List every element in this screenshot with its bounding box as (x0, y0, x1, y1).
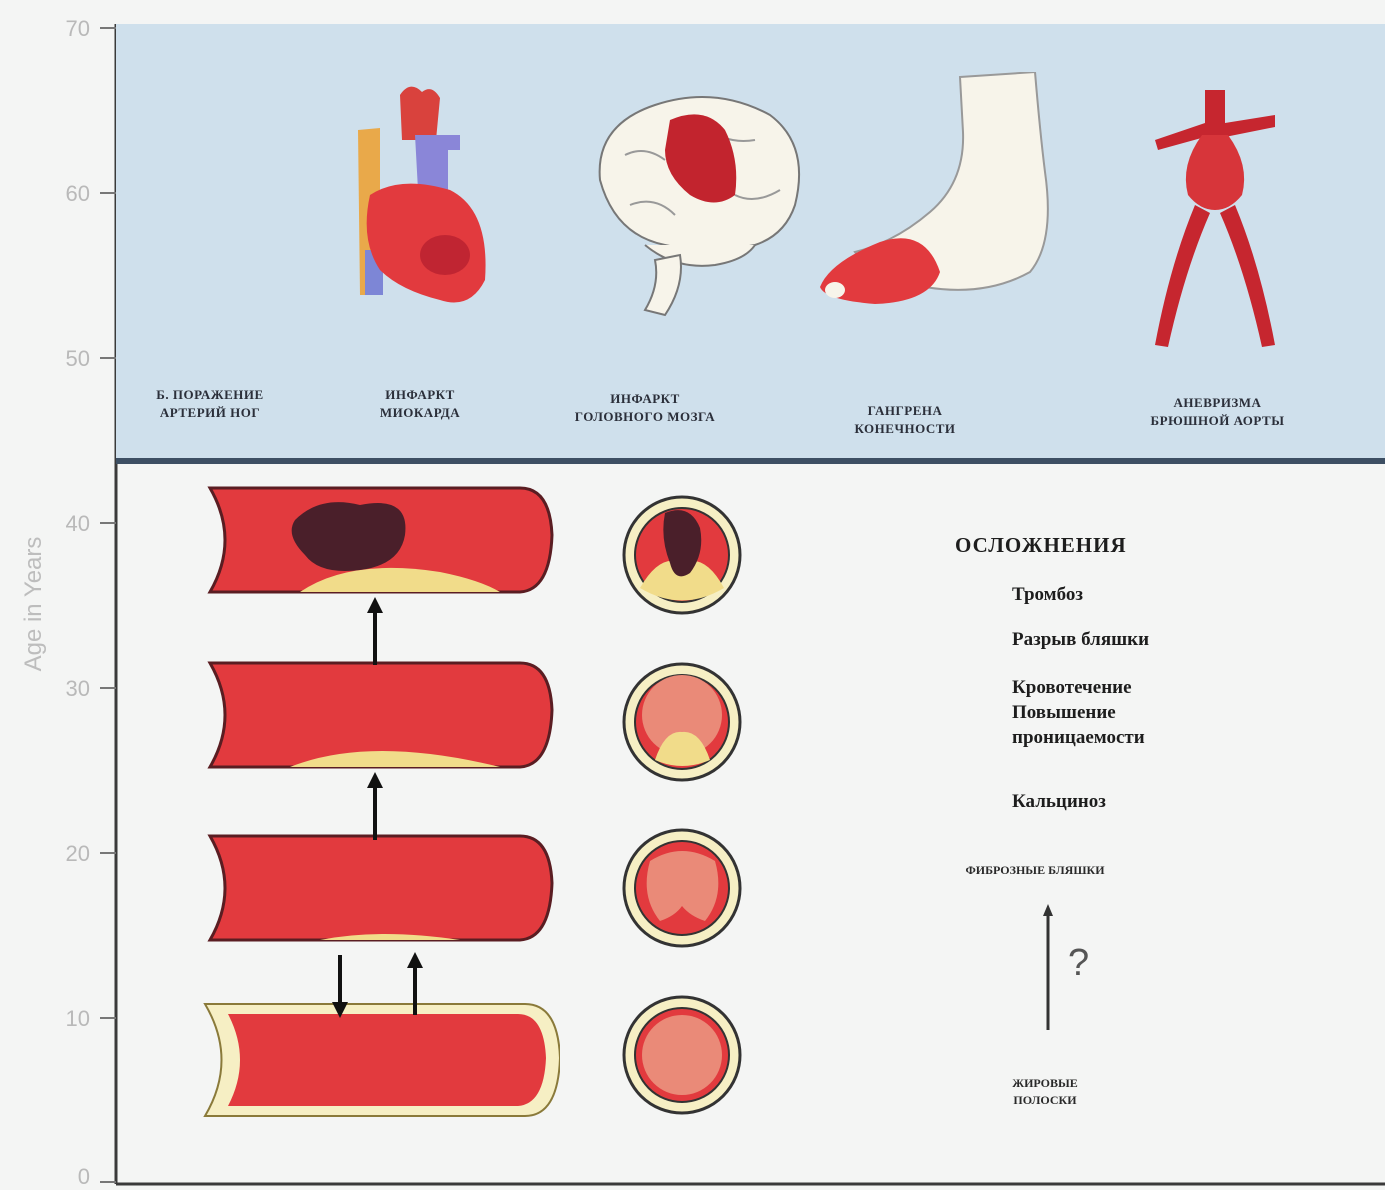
complication-calcification: Кальциноз (1012, 789, 1106, 814)
progression-arrows (320, 595, 440, 1025)
tick-label-50: 50 (30, 346, 90, 372)
brain-illustration (585, 85, 815, 320)
uncertain-progression-arrow (1038, 900, 1058, 1035)
label-stroke: ИНФАРКТ ГОЛОВНОГО МОЗГА (545, 390, 745, 426)
cross-section-fibrous (620, 660, 745, 785)
cross-section-intermediate (620, 826, 745, 951)
label-leg-arteries: Б. ПОРАЖЕНИЕ АРТЕРИЙ НОГ (140, 386, 280, 422)
complication-thrombosis: Тромбоз (1012, 582, 1083, 607)
label-aortic-aneurysm: АНЕВРИЗМА БРЮШНОЙ АОРТЫ (1125, 394, 1310, 430)
complication-hemorrhage: Кровотечение Повышение проницаемости (1012, 675, 1145, 750)
tick-label-60: 60 (30, 181, 90, 207)
fibrous-plaques-label: ФИБРОЗНЫЕ БЛЯШКИ (935, 862, 1135, 879)
aorta-aneurysm-illustration (1150, 85, 1280, 355)
axis-title: Age in Years (20, 514, 48, 694)
vessel-stage-complicated (200, 480, 560, 600)
cross-section-complicated (620, 493, 745, 618)
tick-label-10: 10 (30, 1006, 90, 1032)
label-myocardial-infarction: ИНФАРКТ МИОКАРДА (355, 386, 485, 422)
heart-illustration (340, 80, 500, 310)
question-mark: ? (1068, 942, 1089, 985)
complications-title: ОСЛОЖНЕНИЯ (955, 533, 1127, 558)
tick-label-20: 20 (30, 841, 90, 867)
foot-gangrene-illustration (815, 72, 1060, 317)
tick-label-70: 70 (30, 16, 90, 42)
cross-section-fatty-streak (620, 993, 745, 1118)
label-gangrene: ГАНГРЕНА КОНЕЧНОСТИ (830, 402, 980, 438)
tick-label-0: 0 (30, 1164, 90, 1190)
complication-plaque-rupture: Разрыв бляшки (1012, 627, 1149, 652)
fatty-streaks-label: ЖИРОВЫЕ ПОЛОСКИ (975, 1075, 1115, 1109)
